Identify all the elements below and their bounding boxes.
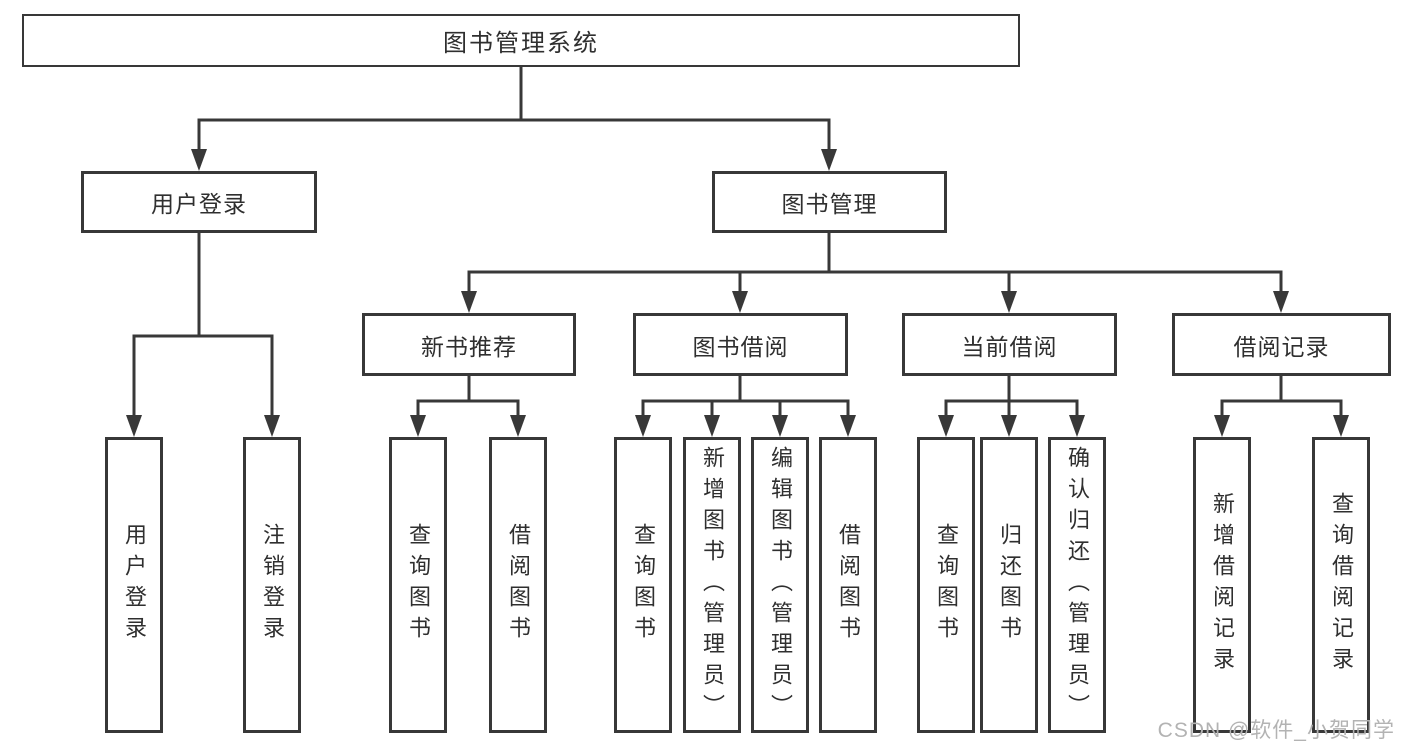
node-leaf-add-borrow-record: 新增借阅记录 [1193,437,1251,733]
node-leaf-confirm-return-admin: 确认归还（管理员） [1048,437,1106,733]
arrow-down-icon [1069,415,1085,437]
node-leaf-query-borrow-record: 查询借阅记录 [1312,437,1370,733]
node-book-borrowing: 图书借阅 [633,313,848,376]
connector-lines [132,65,1343,420]
arrow-down-icon [410,415,426,437]
arrow-down-icon [510,415,526,437]
arrow-down-icon [840,415,856,437]
node-leaf-query-books-3: 查询图书 [917,437,975,733]
node-label: 查询图书 [406,523,431,647]
node-label: 借阅图书 [506,523,531,647]
node-book-management: 图书管理 [712,171,947,233]
node-label: 确认归还（管理员） [1065,445,1090,725]
node-leaf-query-books-2: 查询图书 [614,437,672,733]
node-leaf-borrow-books-2: 借阅图书 [819,437,877,733]
arrow-down-icon [938,415,954,437]
node-leaf-user-login: 用户登录 [105,437,163,733]
arrow-down-icon [126,415,142,437]
node-label: 查询图书 [934,523,959,647]
arrow-down-icon [1001,415,1017,437]
node-label: 注销登录 [260,523,285,647]
arrow-down-icons [126,149,1349,437]
node-label: 编辑图书（管理员） [768,445,793,725]
node-current-borrowing: 当前借阅 [902,313,1117,376]
node-leaf-edit-books-admin: 编辑图书（管理员） [751,437,809,733]
node-leaf-return-books: 归还图书 [980,437,1038,733]
arrow-down-icon [1214,415,1230,437]
node-borrowing-records: 借阅记录 [1172,313,1391,376]
csdn-watermark: CSDN @软件_小贺同学 [1157,719,1395,742]
node-label: 查询图书 [631,523,656,647]
node-leaf-logout: 注销登录 [243,437,301,733]
arrow-down-icon [772,415,788,437]
arrow-down-icon [1333,415,1349,437]
arrow-down-icon [191,149,207,171]
node-leaf-add-books-admin: 新增图书（管理员） [683,437,741,733]
arrow-down-icon [1001,291,1017,313]
node-label: 用户登录 [122,523,147,647]
node-leaf-borrow-books-1: 借阅图书 [489,437,547,733]
node-root-system: 图书管理系统 [22,14,1020,67]
node-label: 新增借阅记录 [1210,492,1235,678]
arrow-down-icon [732,291,748,313]
node-user-login: 用户登录 [81,171,317,233]
arrow-down-icon [821,149,837,171]
arrow-down-icon [461,291,477,313]
arrow-down-icon [635,415,651,437]
node-label: 借阅图书 [836,523,861,647]
node-label: 归还图书 [997,523,1022,647]
arrow-down-icon [1273,291,1289,313]
arrow-down-icon [264,415,280,437]
node-label: 查询借阅记录 [1329,492,1354,678]
node-label: 新增图书（管理员） [700,445,725,725]
node-new-book-recommend: 新书推荐 [362,313,576,376]
arrow-down-icon [704,415,720,437]
node-leaf-query-books-1: 查询图书 [389,437,447,733]
